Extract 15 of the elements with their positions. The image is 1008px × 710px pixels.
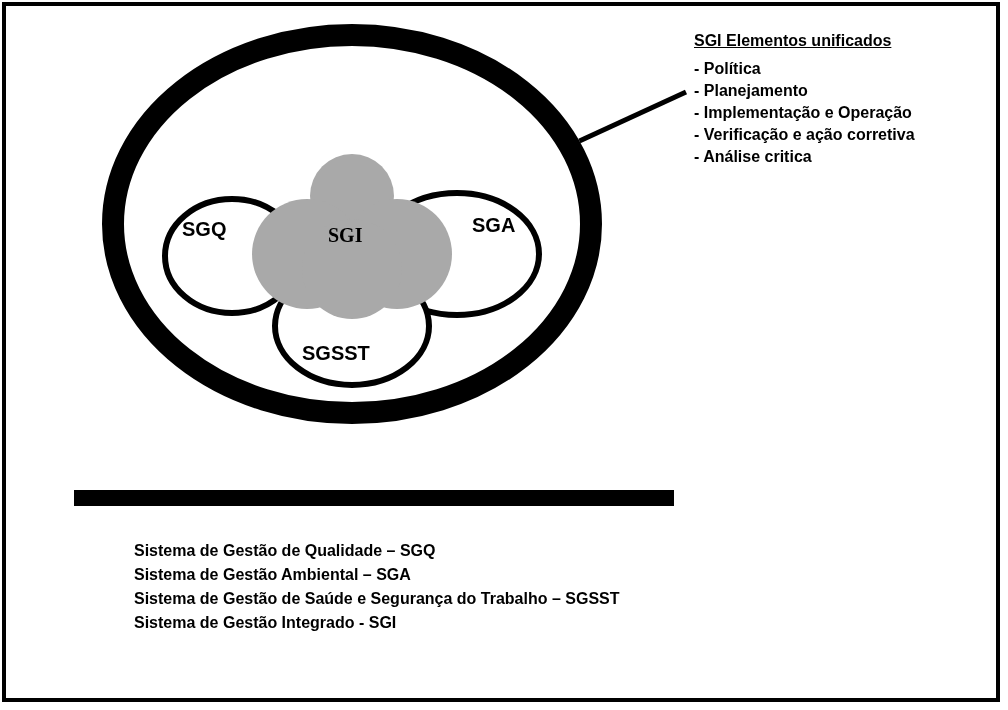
list-item: - Planejamento xyxy=(694,82,808,100)
set-label: SGQ xyxy=(182,218,227,241)
legend-text: Sistema de Gestão Integrado - SGI xyxy=(134,614,397,632)
set-label: SGSST xyxy=(302,342,370,365)
leader-line xyxy=(578,89,688,144)
set-label: SGA xyxy=(472,214,516,237)
set-label: SGI xyxy=(328,224,363,247)
legend-text: Sistema de Gestão de Qualidade – SGQ xyxy=(134,542,436,560)
list-item: - Verificação e ação corretiva xyxy=(694,126,915,144)
list-item: - Implementação e Operação xyxy=(694,104,912,122)
list-item: - Análise critica xyxy=(694,148,812,166)
legend-text: Sistema de Gestão de Saúde e Segurança do Trabalho – SGSST xyxy=(134,590,620,608)
list-heading: SGI Elementos unificados xyxy=(694,32,892,50)
list-item: - Política xyxy=(694,60,761,78)
legend-text: Sistema de Gestão Ambiental – SGA xyxy=(134,566,411,584)
